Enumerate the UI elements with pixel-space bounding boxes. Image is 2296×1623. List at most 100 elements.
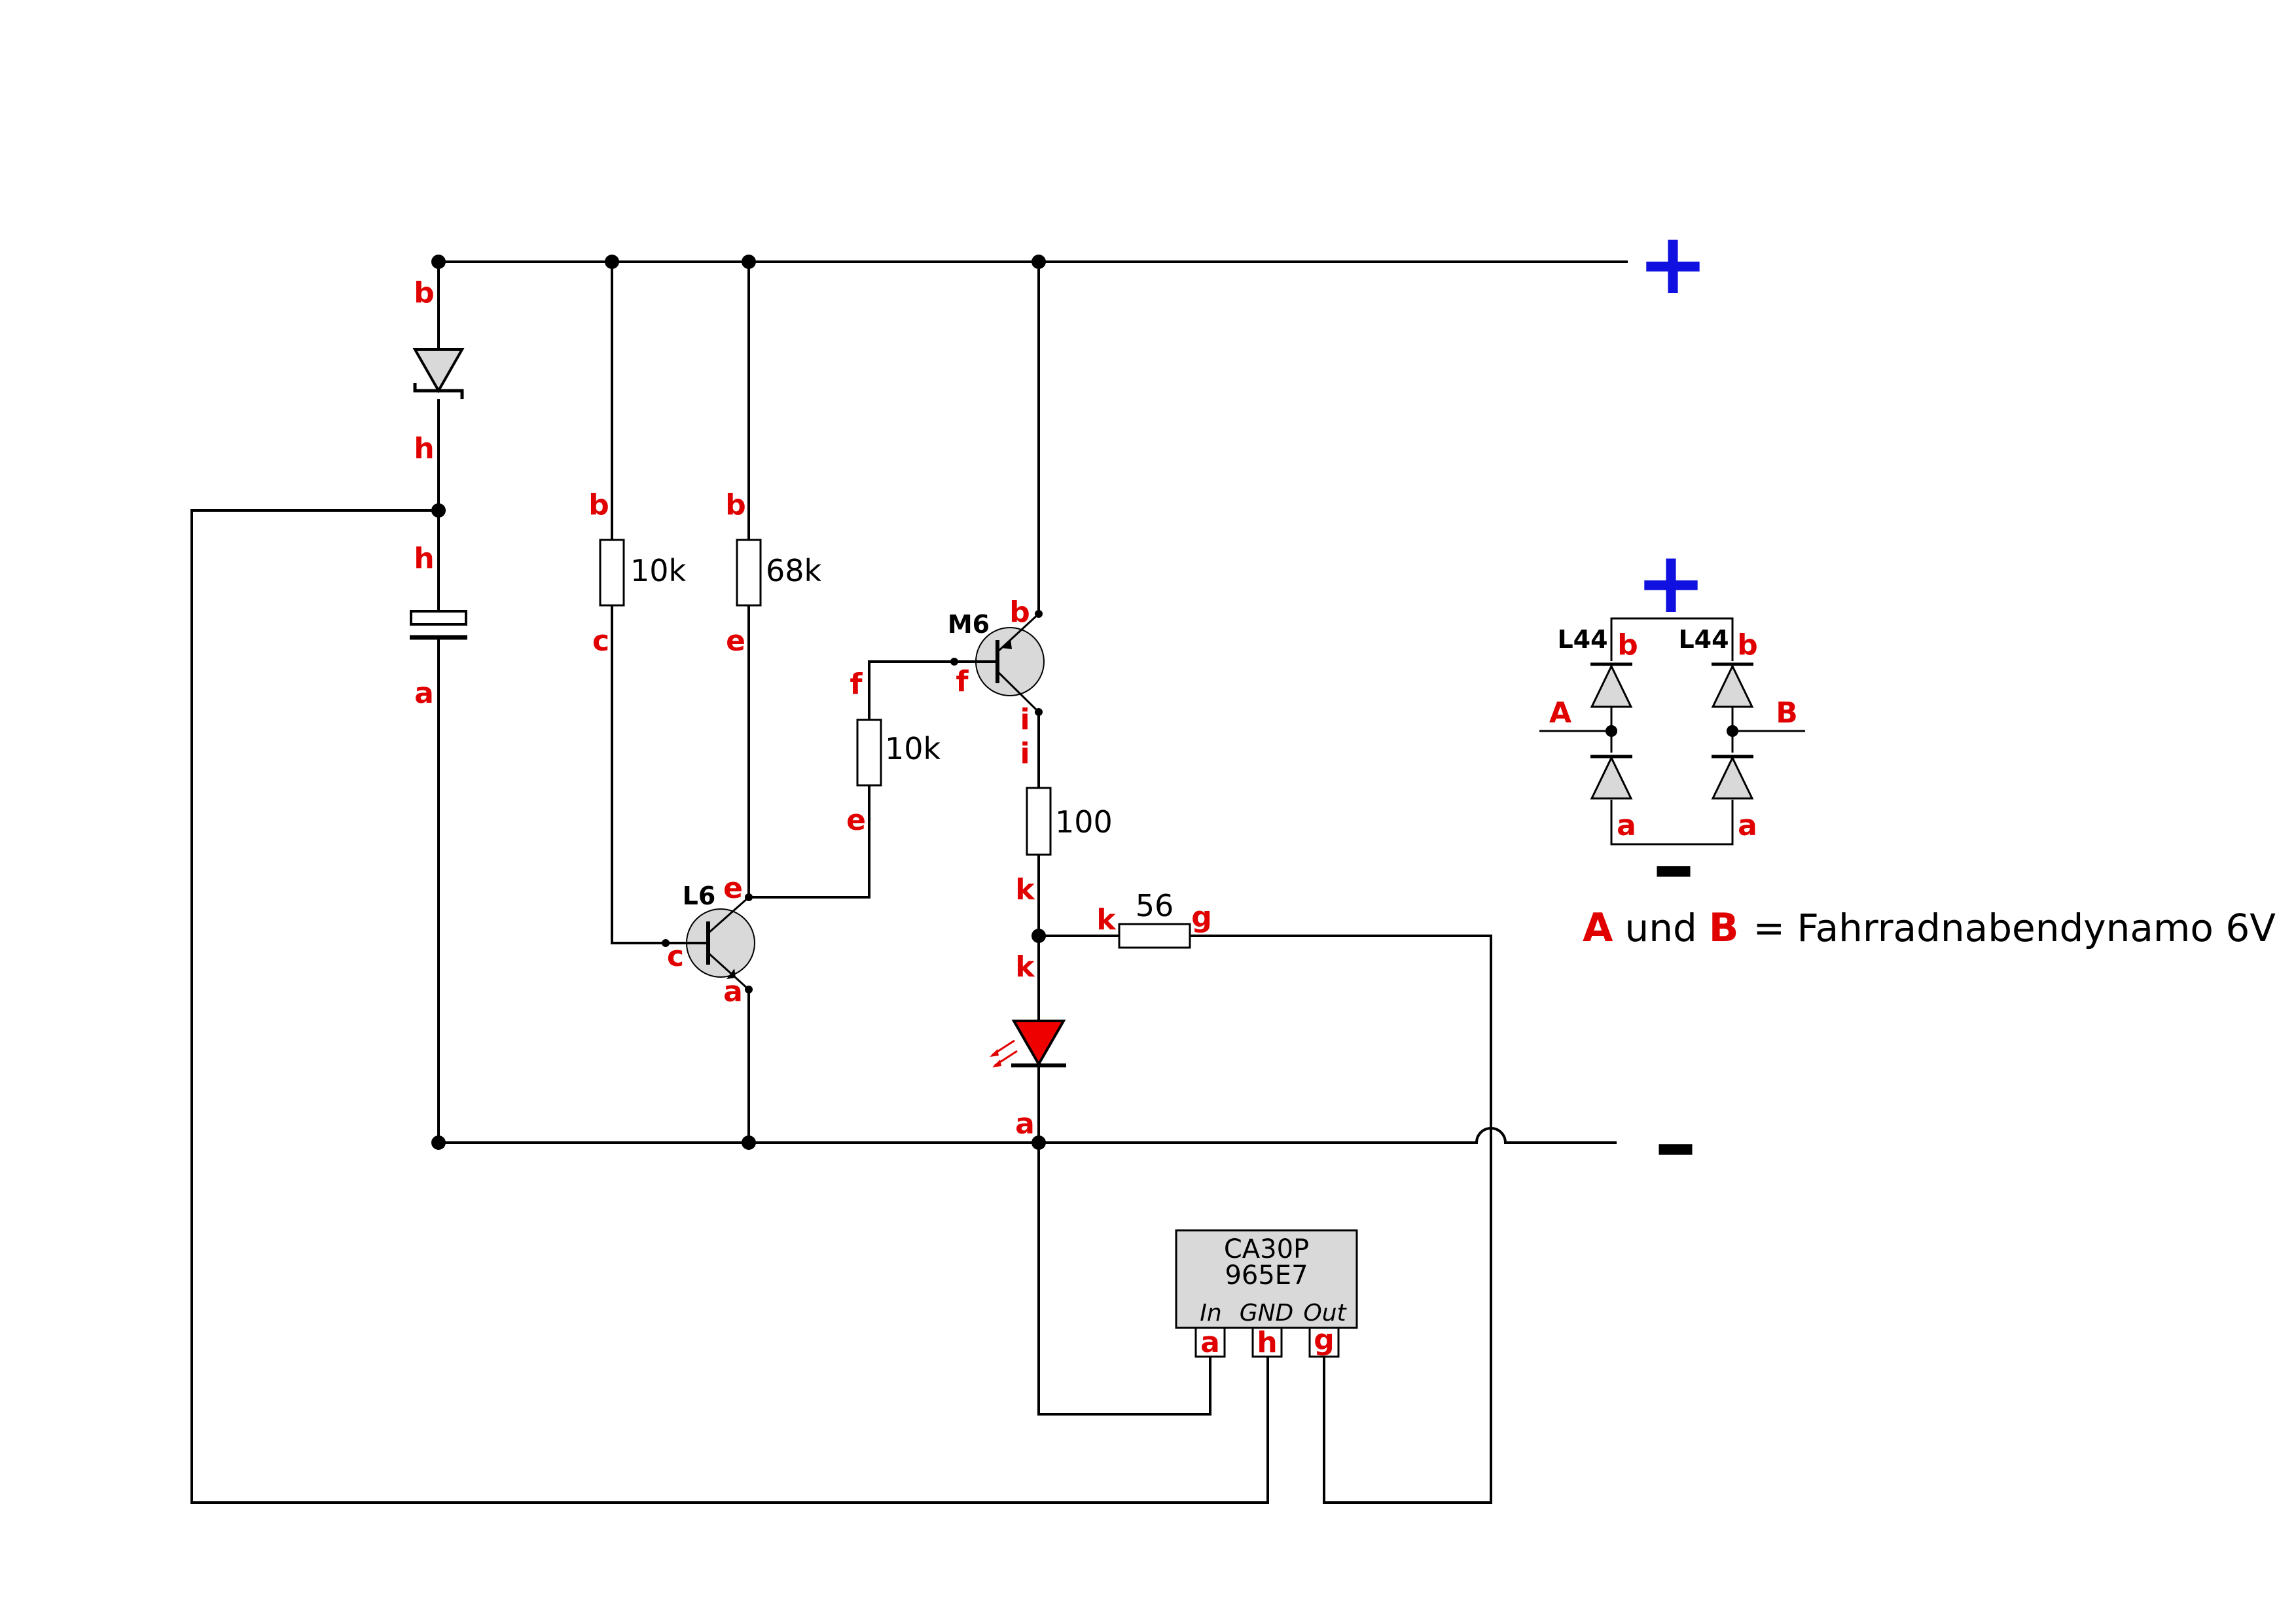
led-pin-bottom: a xyxy=(1015,1107,1035,1141)
junction-dot xyxy=(745,893,753,901)
resistor-r2-pin-bottom: e xyxy=(726,624,745,658)
regulator-pin-name-in: In xyxy=(1200,1300,1221,1327)
resistor-r2-value: 68k xyxy=(766,553,822,588)
regulator-line2: 965E7 xyxy=(1225,1260,1308,1291)
transistor-m6-pin-f: f xyxy=(956,665,969,698)
zener-pin-bottom: h xyxy=(414,432,434,465)
junction-dot xyxy=(605,255,619,269)
bridge-diode-ref-right: L44 xyxy=(1678,625,1729,654)
zener-triangle xyxy=(412,348,465,394)
led-ray-arrow xyxy=(992,1060,1001,1067)
resistor-r5-pin-right: g xyxy=(1191,901,1212,934)
junction-dot xyxy=(431,255,446,269)
junctions xyxy=(431,255,1046,1150)
legend-text: A und B = Fahrradnabendynamo 6V xyxy=(1583,905,2276,951)
regulator-pin-name-gnd: GND xyxy=(1240,1300,1294,1327)
wire-r5-out xyxy=(1189,935,1492,1504)
transistor-l6-ref: L6 xyxy=(683,882,716,910)
capacitor-pin-bottom: a xyxy=(414,677,434,710)
wire-gnd-loop xyxy=(190,509,1269,1504)
zener-pin-top: b xyxy=(414,276,435,310)
resistor-r3 xyxy=(856,719,882,787)
regulator: CA30P 965E7 In GND Out a h g xyxy=(1175,1229,1358,1359)
wire-reg-in xyxy=(1037,1141,1211,1416)
resistor-r3-pin-bottom: e xyxy=(846,804,866,837)
resistor-r4-value: 100 xyxy=(1055,804,1113,840)
transistor-m6-collector xyxy=(996,670,1040,713)
transistor-l6 xyxy=(662,893,755,993)
bridge-input-b-label: B xyxy=(1776,696,1798,730)
legend-a: A xyxy=(1583,905,1613,951)
capacitor-pin-top: h xyxy=(414,542,434,575)
regulator-pin-gnd xyxy=(1251,1327,1283,1358)
junction-dot xyxy=(1031,1135,1046,1150)
bridge-diode-triangle xyxy=(1711,664,1754,708)
resistor-r1-pin-bottom: c xyxy=(592,624,609,658)
led-triangle xyxy=(1011,1020,1066,1067)
wires xyxy=(190,260,1628,1504)
regulator-pin-in xyxy=(1194,1327,1226,1358)
bridge-top-wire xyxy=(1610,617,1734,661)
junction-dot xyxy=(1035,610,1043,618)
zener-diode xyxy=(412,348,465,399)
junction-dot xyxy=(431,1135,446,1150)
transistor-m6-arrow xyxy=(1001,639,1012,649)
legend-b: B xyxy=(1709,905,1739,951)
junction-dot xyxy=(1605,725,1617,737)
resistor-r5 xyxy=(1118,923,1191,949)
resistor-r4-pin-bottom: k xyxy=(1015,873,1035,906)
wire-r3-bottom xyxy=(747,784,870,899)
bridge-bottom-wire xyxy=(1610,800,1734,846)
bridge-pin-a-left: a xyxy=(1617,809,1636,842)
bridge-plus-label: + xyxy=(1636,533,1707,632)
resistor-r1 xyxy=(599,539,625,607)
bridge-pin-a-right: a xyxy=(1738,809,1757,842)
bridge-pin-b-left: b xyxy=(1617,628,1638,662)
transistor-l6-arrow xyxy=(726,969,736,979)
transistor-l6-pin-e: e xyxy=(723,872,743,905)
plus-rail-label: + xyxy=(1638,214,1709,313)
bridge-input-a-label: A xyxy=(1549,696,1571,730)
junction-dot xyxy=(1727,725,1738,737)
junction-dot xyxy=(1031,929,1046,943)
junction-dot xyxy=(745,986,753,993)
resistor-r1-pin-top: b xyxy=(588,488,609,522)
resistor-r3-value: 10k xyxy=(885,731,941,766)
transistor-m6-ref: M6 xyxy=(948,610,990,639)
regulator-pin-name-out: Out xyxy=(1303,1300,1347,1327)
regulator-pin-label-out: g xyxy=(1314,1323,1335,1357)
junction-dot xyxy=(431,503,446,518)
bridge-diode-ref-left: L44 xyxy=(1557,625,1607,654)
junction-dot xyxy=(662,939,670,947)
transistor-l6-pin-a: a xyxy=(723,975,743,1008)
resistor-r2-pin-top: b xyxy=(725,488,746,522)
regulator-pin-label-in: a xyxy=(1200,1326,1220,1359)
regulator-line1: CA30P xyxy=(1224,1234,1309,1264)
resistor-r1-value: 10k xyxy=(630,553,687,588)
minus-rail-label: – xyxy=(1655,1094,1697,1193)
led-ray-arrow xyxy=(990,1049,999,1057)
capacitor-plate-top xyxy=(410,610,467,626)
transistor-l6-emitter xyxy=(707,952,750,991)
regulator-body xyxy=(1175,1229,1358,1329)
wire-r1-bottom xyxy=(611,604,667,944)
led-pin-top: k xyxy=(1015,950,1035,984)
junction-dot xyxy=(1031,255,1046,269)
resistor-r4 xyxy=(1026,787,1052,856)
regulator-pin-label-gnd: h xyxy=(1257,1326,1277,1359)
resistor-r4-pin-top: i xyxy=(1020,737,1030,770)
legend-und: und xyxy=(1624,906,1696,950)
bridge-rectifier xyxy=(1539,617,1805,846)
bridge-minus-label: – xyxy=(1653,815,1695,915)
transistor-m6-pin-i: i xyxy=(1020,703,1030,736)
led xyxy=(990,1020,1066,1067)
junction-dot xyxy=(950,658,958,666)
capacitor xyxy=(410,610,467,640)
transistor-m6 xyxy=(950,610,1045,716)
junction-dot xyxy=(742,1135,756,1150)
regulator-pin-out xyxy=(1308,1327,1340,1358)
bridge-diode-triangle xyxy=(1590,664,1633,708)
resistor-r5-value: 56 xyxy=(1136,888,1174,923)
resistor-r5-pin-left: k xyxy=(1096,903,1117,936)
